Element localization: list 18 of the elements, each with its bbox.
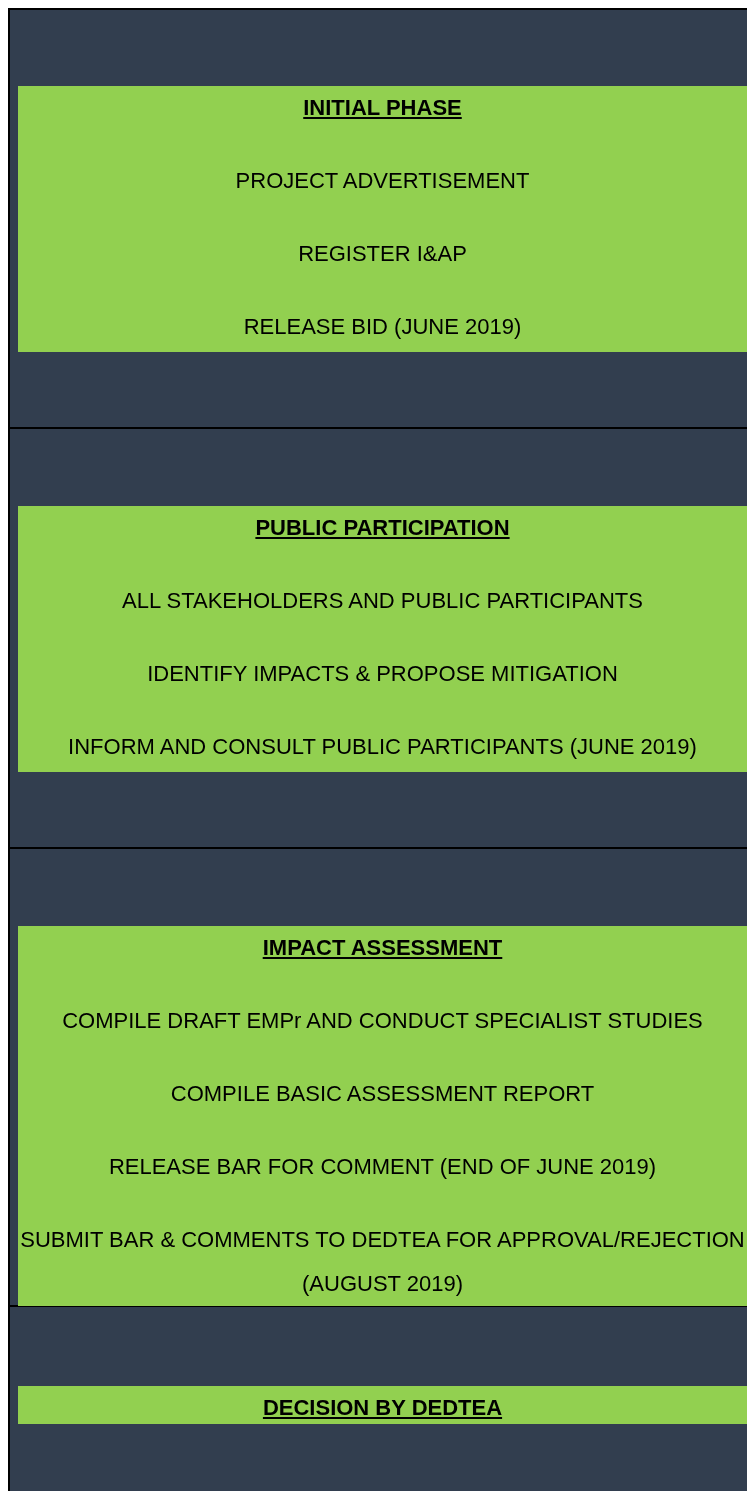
phase-step: ALL STAKEHOLDERS AND PUBLIC PARTICIPANTS — [122, 579, 643, 623]
phase-heading: DECISION BY DEDTEA — [262, 1394, 503, 1422]
phase-band — [18, 86, 747, 352]
phase-band — [18, 926, 747, 1306]
phase-step: RELEASE BID (JUNE 2019) — [243, 305, 522, 349]
phase-heading: IMPACT ASSESSMENT — [262, 934, 503, 962]
phase-step: IDENTIFY IMPACTS & PROPOSE MITIGATION — [147, 652, 618, 696]
phase-step: PROJECT ADVERTISEMENT — [235, 159, 530, 203]
phase-step: COMPILE DRAFT EMPr AND CONDUCT SPECIALIST STUDIES — [62, 999, 703, 1043]
phase-band — [18, 506, 747, 772]
phase-heading: PUBLIC PARTICIPATION — [255, 514, 510, 542]
phase-heading: INITIAL PHASE — [303, 94, 462, 122]
phase-step: COMPILE BASIC ASSESSMENT REPORT — [170, 1072, 595, 1116]
phase-step: REGISTER I&AP — [298, 232, 467, 276]
phase-step: INFORM AND CONSULT PUBLIC PARTICIPANTS (JUNE 2019) — [68, 725, 697, 769]
phase-step: RELEASE BAR FOR COMMENT (END OF JUNE 2019) — [108, 1145, 657, 1189]
phase-band — [18, 1386, 747, 1424]
phase-step: SUBMIT BAR & COMMENTS TO DEDTEA FOR APPROVAL/REJECTION (AUGUST 2019) — [18, 1218, 747, 1306]
